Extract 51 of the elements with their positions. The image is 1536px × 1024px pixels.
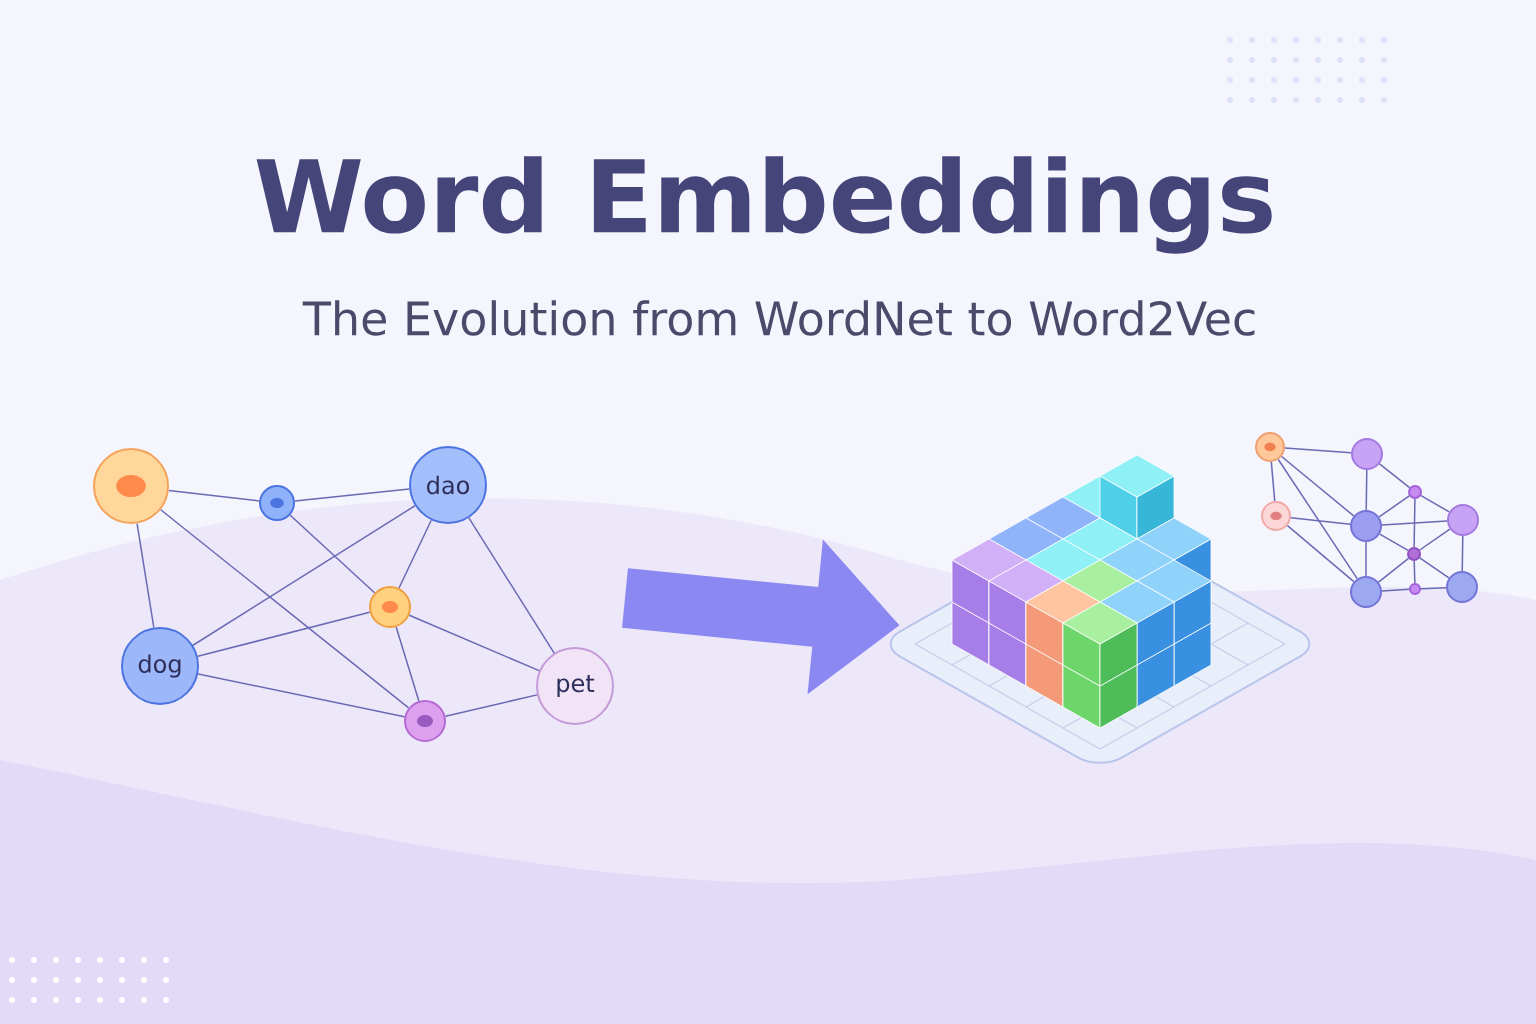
connector-line [1419, 557, 1450, 579]
cube-grid-drawing [889, 454, 1311, 764]
connector-line [395, 626, 420, 702]
node-circle [93, 448, 169, 524]
word-node: dao [409, 446, 487, 524]
connector-line [1284, 447, 1352, 454]
connector-line [1365, 469, 1368, 511]
connector-line [1270, 461, 1276, 502]
connector-line [197, 611, 371, 658]
connector-line [1280, 455, 1355, 517]
node-circle [1261, 501, 1291, 531]
connector-line [1277, 458, 1358, 580]
connector-line [1419, 528, 1451, 551]
connector-line [294, 488, 410, 502]
node-circle [1350, 576, 1382, 608]
node-circle [1351, 438, 1383, 470]
node-circle [1255, 432, 1285, 462]
subtitle: The Evolution from WordNet to Word2Vec [302, 300, 1255, 336]
node-circle [369, 586, 411, 628]
connector-line [1420, 494, 1450, 513]
connector-line [1365, 541, 1367, 577]
connector-line [444, 694, 538, 717]
connector-line [289, 514, 376, 594]
node-circle [1350, 510, 1382, 542]
connector-line [1286, 524, 1355, 583]
connector-line [1420, 586, 1447, 590]
connector-line [1378, 463, 1411, 489]
connector-line [136, 522, 155, 629]
connector-line [1378, 495, 1410, 518]
connector-line [1377, 557, 1410, 583]
connector-line [1381, 520, 1448, 526]
title: Word Embeddings [256, 156, 1272, 254]
connector-line [1413, 498, 1416, 548]
connector-line [408, 614, 540, 672]
connector-line [197, 673, 406, 718]
connector-line [468, 517, 555, 654]
connector-line [159, 508, 410, 709]
connector-line [1381, 588, 1410, 592]
word-node: pet [536, 647, 614, 725]
connector-line [192, 505, 416, 646]
connector-line [1413, 560, 1416, 584]
connector-line [398, 519, 432, 589]
word-node: dog [121, 627, 199, 705]
connector-line [1379, 533, 1409, 552]
connector-line [1290, 516, 1351, 525]
node-circle [1446, 571, 1478, 603]
connector-line [1461, 535, 1464, 572]
node-circle [259, 485, 295, 521]
node-circle [404, 700, 446, 742]
node-circle [1447, 504, 1479, 536]
connector-line [168, 489, 260, 502]
